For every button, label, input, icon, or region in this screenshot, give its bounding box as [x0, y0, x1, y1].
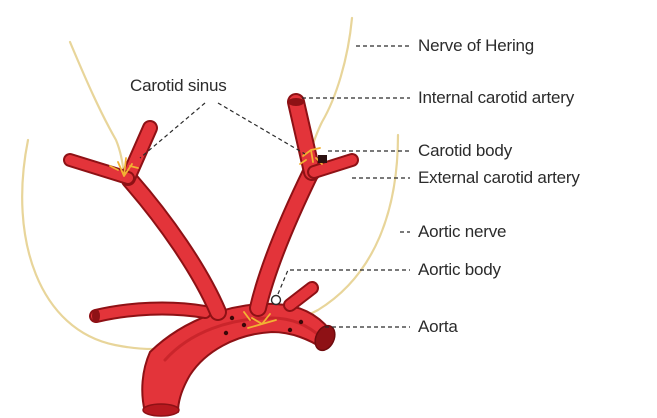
aortic-body-marker [272, 296, 281, 305]
label-nerve-of-hering: Nerve of Hering [418, 36, 534, 56]
label-carotid-sinus: Carotid sinus [130, 76, 227, 96]
label-carotid-body: Carotid body [418, 141, 512, 161]
label-internal-carotid-artery: Internal carotid artery [418, 88, 574, 108]
nerve-of-hering [311, 18, 352, 150]
label-aortic-body: Aortic body [418, 260, 501, 280]
left-common-carotid [130, 180, 218, 312]
label-aorta: Aorta [418, 317, 458, 337]
carotid-body-marker [318, 155, 327, 163]
right-internal-cut-end [288, 98, 304, 106]
left-branch-cut-end [92, 309, 100, 323]
label-aortic-nerve: Aortic nerve [418, 222, 506, 242]
arteries [70, 98, 352, 416]
right-aortic-stub [290, 288, 312, 305]
aorta-lower-cut-end [143, 404, 179, 416]
label-external-carotid-artery: External carotid artery [418, 168, 580, 188]
